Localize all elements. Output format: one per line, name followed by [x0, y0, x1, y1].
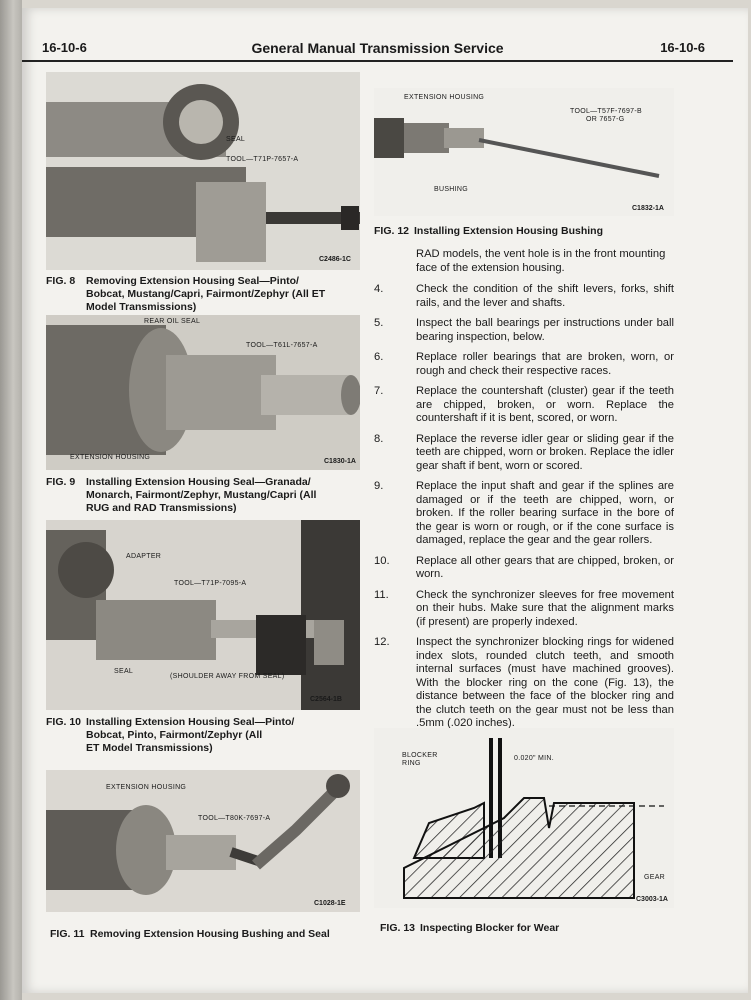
step-item: 10. Replace all other gears that are chip…: [374, 555, 674, 582]
step-item: 11. Check the synchronizer sleeves for fr…: [374, 589, 674, 630]
figure-8-illustration: [46, 72, 360, 270]
caption-line: RUG and RAD Transmissions): [86, 502, 237, 514]
caption-line: Inspecting Blocker for Wear: [420, 922, 560, 934]
label-blocker: BLOCKER: [402, 752, 438, 759]
figure-code: C3003-1A: [636, 896, 668, 903]
figure-code: C1028-1E: [314, 900, 346, 907]
step-item: 12. Inspect the synchronizer blocking rin…: [374, 636, 674, 731]
step-number: 9.: [374, 480, 384, 492]
figure-10-illustration: [46, 520, 360, 710]
figure-code: C1830-1A: [324, 458, 356, 465]
intro-paragraph: RAD models, the vent hole is in the fron…: [416, 248, 666, 274]
figure-11-caption: FIG. 11 Removing Extension Housing Bushin…: [50, 928, 370, 941]
label-extension-housing: EXTENSION HOUSING: [106, 784, 187, 791]
figure-11-illustration: [46, 770, 360, 912]
step-text: Inspect the ball bearings per instructio…: [416, 317, 674, 343]
step-number: 5.: [374, 317, 384, 329]
figure-11-photo: EXTENSION HOUSING TOOL—T80K-7697-A C1028…: [46, 770, 360, 912]
figure-code: C2564-1B: [310, 696, 342, 703]
step-number: 4.: [374, 283, 384, 295]
caption-line: Installing Extension Housing Bushing: [414, 225, 604, 237]
page-number-right: 16-10-6: [660, 40, 705, 55]
figure-13-illustration: [403, 738, 664, 899]
step-text: Replace the reverse idler gear or slidin…: [416, 432, 674, 472]
figure-12-caption: FIG. 12 Installing Extension Housing Bush…: [374, 225, 694, 238]
step-number: 8.: [374, 432, 384, 445]
step-text: Check the synchronizer sleeves for free …: [416, 588, 674, 628]
label-bushing: BUSHING: [434, 186, 468, 193]
label-seal: SEAL: [114, 668, 134, 675]
label-adapter: ADAPTER: [126, 553, 162, 560]
step-item: 6. Replace roller bearings that are broke…: [374, 351, 674, 378]
step-number: 10.: [374, 554, 390, 567]
figure-8-photo: SEAL TOOL—T71P-7657-A C2486-1C: [46, 72, 360, 270]
label-gear: GEAR: [644, 874, 666, 881]
label-extension-housing: EXTENSION HOUSING: [404, 94, 485, 101]
step-text: Inspect the synchronizer blocking rings …: [416, 636, 674, 729]
figure-number: FIG. 11: [50, 928, 85, 940]
caption-line: Installing Extension Housing Seal—Granad…: [86, 476, 311, 488]
figure-number: FIG. 10: [46, 716, 82, 728]
step-item: 7. Replace the countershaft (cluster) gea…: [374, 385, 674, 426]
binding-spine: [0, 0, 22, 1000]
step-item: 8. Replace the reverse idler gear or slid…: [374, 433, 674, 474]
figure-number: FIG. 9: [46, 476, 76, 488]
caption-line: Removing Extension Housing Seal—Pinto/: [86, 275, 299, 287]
label-tool-alt: OR 7657-G: [586, 116, 625, 123]
label-minimum-clearance: 0.020" MIN.: [514, 755, 555, 762]
step-number: 7.: [374, 385, 384, 397]
label-ring: RING: [402, 760, 421, 767]
figure-number: FIG. 12: [374, 225, 410, 237]
label-tool: TOOL—T80K-7697-A: [198, 815, 271, 822]
caption-line: Bobcat, Pinto, Fairmont/Zephyr (All: [86, 729, 263, 741]
step-item: 5. Inspect the ball bearings per instruct…: [374, 317, 674, 344]
caption-line: Removing Extension Housing Bushing and S…: [90, 928, 330, 940]
figure-13-caption: FIG. 13 Inspecting Blocker for Wear: [380, 922, 700, 935]
figure-12-diagram: EXTENSION HOUSING TOOL—T57F-7697-B OR 76…: [374, 88, 674, 216]
step-text: Replace the countershaft (cluster) gear …: [416, 385, 674, 424]
label-tool: TOOL—T57F-7697-B: [570, 108, 642, 115]
step-number: 6.: [374, 351, 384, 363]
step-text: Check the condition of the shift levers,…: [416, 283, 674, 309]
procedure-text: RAD models, the vent hole is in the fron…: [374, 248, 674, 738]
figure-12-illustration: [374, 118, 660, 178]
figure-9-illustration: [46, 315, 360, 470]
step-item: 4. Check the condition of the shift lever…: [374, 283, 674, 310]
page-header: 16-10-6 General Manual Transmission Serv…: [22, 38, 733, 62]
label-tool: TOOL—T71P-7657-A: [226, 156, 299, 163]
step-number: 11.: [374, 588, 389, 601]
step-number: 12.: [374, 636, 390, 648]
caption-line: ET Model Transmissions): [86, 742, 213, 754]
figure-10-caption: FIG. 10 Installing Extension Housing Seal…: [46, 716, 366, 755]
step-text: Replace the input shaft and gear if the …: [416, 480, 674, 546]
figure-8-caption: FIG. 8 Removing Extension Housing Seal—Pi…: [46, 275, 366, 314]
label-tool: TOOL—T61L-7657-A: [246, 342, 318, 349]
label-seal: SEAL: [226, 136, 246, 143]
step-item: 9. Replace the input shaft and gear if th…: [374, 480, 674, 548]
label-rear-oil-seal: REAR OIL SEAL: [144, 318, 201, 325]
caption-line: Model Transmissions): [86, 301, 197, 313]
step-text: Replace all other gears that are chipped…: [416, 554, 674, 581]
figure-code: C2486-1C: [319, 256, 351, 263]
figure-code: C1832-1A: [632, 205, 664, 212]
figure-number: FIG. 8: [46, 275, 76, 287]
caption-line: Monarch, Fairmont/Zephyr, Mustang/Capri …: [86, 489, 317, 501]
label-tool: TOOL—T71P-7095-A: [174, 580, 247, 587]
caption-line: Installing Extension Housing Seal—Pinto/: [86, 716, 295, 728]
figure-10-photo: ADAPTER TOOL—T71P-7095-A SEAL (SHOULDER …: [46, 520, 360, 710]
caption-line: Bobcat, Mustang/Capri, Fairmont/Zephyr (…: [86, 288, 326, 300]
figure-number: FIG. 13: [380, 922, 416, 934]
figure-13-diagram: BLOCKER RING 0.020" MIN. GEAR C3003-1A: [374, 728, 674, 908]
figure-9-photo: REAR OIL SEAL TOOL—T61L-7657-A EXTENSION…: [46, 315, 360, 470]
label-shoulder: (SHOULDER AWAY FROM SEAL): [170, 673, 285, 680]
label-extension-housing: EXTENSION HOUSING: [70, 454, 151, 461]
page-number-left: 16-10-6: [42, 40, 87, 55]
figure-9-caption: FIG. 9 Installing Extension Housing Seal—…: [46, 476, 366, 515]
page-title: General Manual Transmission Service: [251, 40, 504, 56]
step-text: Replace roller bearings that are broken,…: [416, 351, 674, 377]
